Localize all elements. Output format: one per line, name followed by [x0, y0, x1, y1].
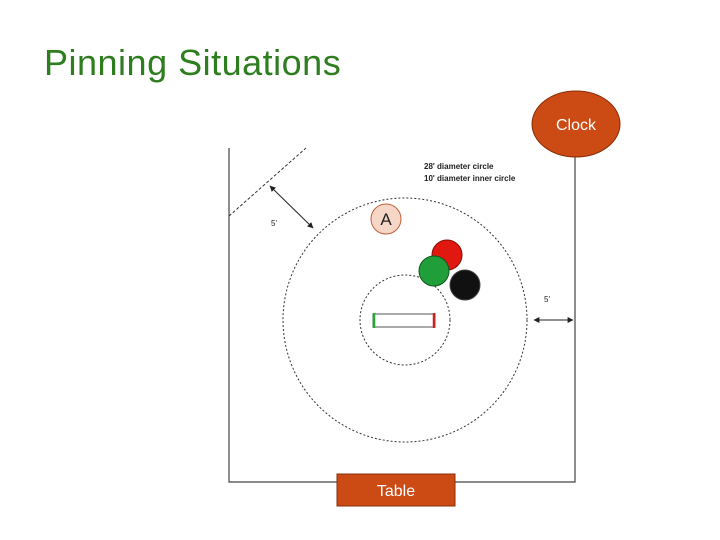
starting-lines [372, 313, 436, 328]
inner-circle [359, 274, 451, 366]
wrestler-green [418, 255, 450, 287]
outer-circle-note: 28' diameter circle [424, 162, 494, 171]
left-distance-label: 5' [271, 219, 277, 228]
inner-circle-note: 10' diameter inner circle [424, 174, 516, 183]
left-distance-arrow [269, 185, 314, 229]
clock-label: Clock [556, 117, 597, 134]
outer-circle [282, 197, 528, 443]
table-marker [336, 473, 456, 507]
corner-diagonal-line [228, 147, 307, 217]
right-distance-label: 5' [544, 295, 550, 304]
player-a-marker [370, 203, 402, 235]
mat-boundary [228, 148, 576, 483]
clock-marker [531, 90, 621, 158]
wrestler-black [449, 269, 481, 301]
player-a-label: A [380, 210, 392, 229]
slide-title: Pinning Situations [44, 42, 342, 83]
table-label: Table [377, 483, 415, 500]
